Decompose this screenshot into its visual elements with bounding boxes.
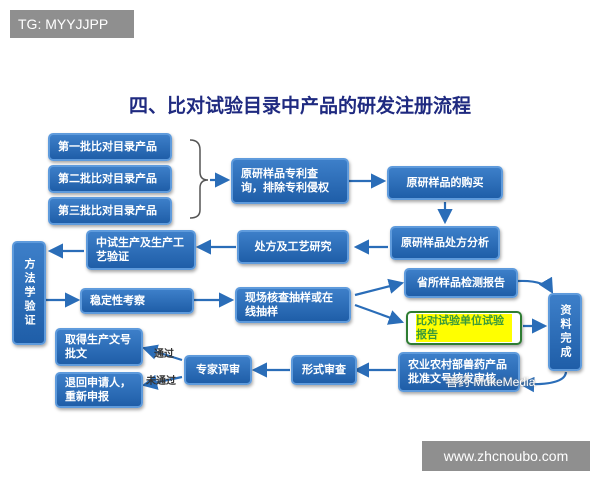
arrow-expert-to-return — [141, 374, 183, 390]
node-purchase-label: 原研样品的购买 — [406, 176, 484, 189]
node-stability: 稳定性考察 — [80, 288, 194, 314]
node-expert-review: 专家评审 — [184, 355, 252, 385]
node-return-applicant: 退回申请人，重新申报 — [55, 372, 143, 408]
node-onsite-sampling-label: 现场核查抽样或在线抽样 — [245, 291, 333, 318]
edge-label-pass: 通过 — [154, 349, 174, 360]
node-batch1: 第一批比对目录产品 — [48, 133, 172, 161]
overlay-watermark: 兽药 MukeMedia — [446, 375, 536, 389]
node-method-validation-label: 方法学验证 — [23, 258, 36, 328]
page-title: 四、比对试验目录中产品的研发注册流程 — [128, 95, 471, 117]
node-comparison-report: 比对试验单位试验报告 — [406, 311, 522, 345]
node-purchase: 原研样品的购买 — [387, 166, 503, 200]
node-obtain-approval-label: 取得生产文号批文 — [65, 333, 131, 360]
arrow-onsite-to-provincial — [354, 278, 405, 297]
node-formula-label: 处方及工艺研究 — [254, 240, 332, 253]
site-watermark: www.zhcnoubo.com — [422, 441, 590, 471]
node-ministry-review: 农业农村部兽药产品批准文号核发审核 — [398, 352, 520, 392]
node-obtain-approval: 取得生产文号批文 — [55, 328, 143, 366]
node-onsite-sampling: 现场核查抽样或在线抽样 — [235, 287, 351, 323]
arrow-onsite-to-comparison — [354, 303, 405, 325]
node-batch2-label: 第二批比对目录产品 — [58, 172, 157, 185]
node-provincial-test-label: 省所样品检测报告 — [417, 276, 505, 289]
brace-bracket — [189, 139, 209, 219]
arrow-expert-to-obtain — [141, 344, 183, 362]
node-batch2: 第二批比对目录产品 — [48, 165, 172, 193]
node-materials-complete-label: 资料完成 — [559, 304, 572, 360]
node-pilot-label: 中试生产及生产工艺验证 — [96, 236, 184, 263]
node-patent-query-label: 原研样品专利查询，排除专利侵权 — [241, 167, 329, 194]
node-ministry-review-label: 农业农村部兽药产品批准文号核发审核 — [408, 358, 507, 385]
node-patent-query: 原研样品专利查询，排除专利侵权 — [231, 158, 349, 204]
node-method-validation: 方法学验证 — [12, 241, 46, 345]
node-provincial-test: 省所样品检测报告 — [404, 268, 518, 298]
arrow-complete-to-ministry — [518, 371, 568, 393]
node-batch3: 第三批比对目录产品 — [48, 197, 172, 225]
watermark-tag: TG: MYYJJPP — [10, 10, 134, 38]
node-comparison-report-label: 比对试验单位试验报告 — [416, 314, 512, 342]
node-formal-review: 形式审查 — [291, 355, 357, 385]
node-expert-review-label: 专家评审 — [196, 363, 240, 376]
edge-label-fail: 未通过 — [146, 376, 176, 387]
node-batch3-label: 第三批比对目录产品 — [58, 204, 157, 217]
node-materials-complete: 资料完成 — [548, 293, 582, 371]
arrow-provincial-to-complete — [517, 276, 554, 294]
node-formal-review-label: 形式审查 — [302, 363, 346, 376]
node-return-applicant-label: 退回申请人，重新申报 — [65, 376, 131, 403]
node-analysis-label: 原研样品处方分析 — [401, 236, 489, 249]
node-formula: 处方及工艺研究 — [237, 230, 349, 264]
node-batch1-label: 第一批比对目录产品 — [58, 140, 157, 153]
node-analysis: 原研样品处方分析 — [390, 226, 500, 260]
node-stability-label: 稳定性考察 — [90, 294, 145, 307]
node-pilot: 中试生产及生产工艺验证 — [86, 230, 196, 270]
